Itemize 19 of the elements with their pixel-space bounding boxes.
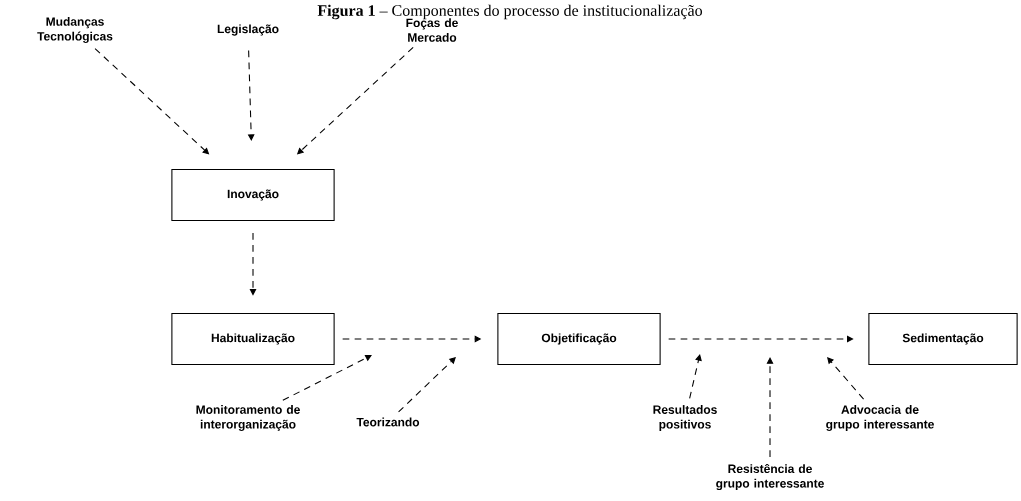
driver-label: Legislação (217, 24, 279, 36)
arrow (766, 357, 774, 458)
arrow (668, 335, 854, 343)
arrow (282, 354, 372, 401)
arrow (398, 357, 456, 413)
factor-label: Teorizando (356, 417, 420, 427)
factor-label: Monitoramento de interorganização (196, 405, 300, 431)
stage-box: Habitualização (171, 313, 335, 365)
stage-box: Objetificação (497, 313, 661, 365)
driver-label: Mudanças Tecnológicas (37, 17, 113, 43)
factor-label: Resistência de grupo interessante (716, 463, 824, 491)
stage-box: Sedimentação (868, 313, 1018, 365)
figure-title: Figura 1 – Componentes do processo de institucionalização (317, 4, 703, 20)
arrow (689, 354, 702, 399)
driver-label: Foças de Mercado (406, 18, 458, 42)
factor-label: Advocacia de grupo interessante (826, 405, 934, 431)
factor-label: Resultados positivos (653, 405, 717, 431)
stage-box: Inovação (171, 169, 335, 221)
arrow (827, 357, 865, 400)
